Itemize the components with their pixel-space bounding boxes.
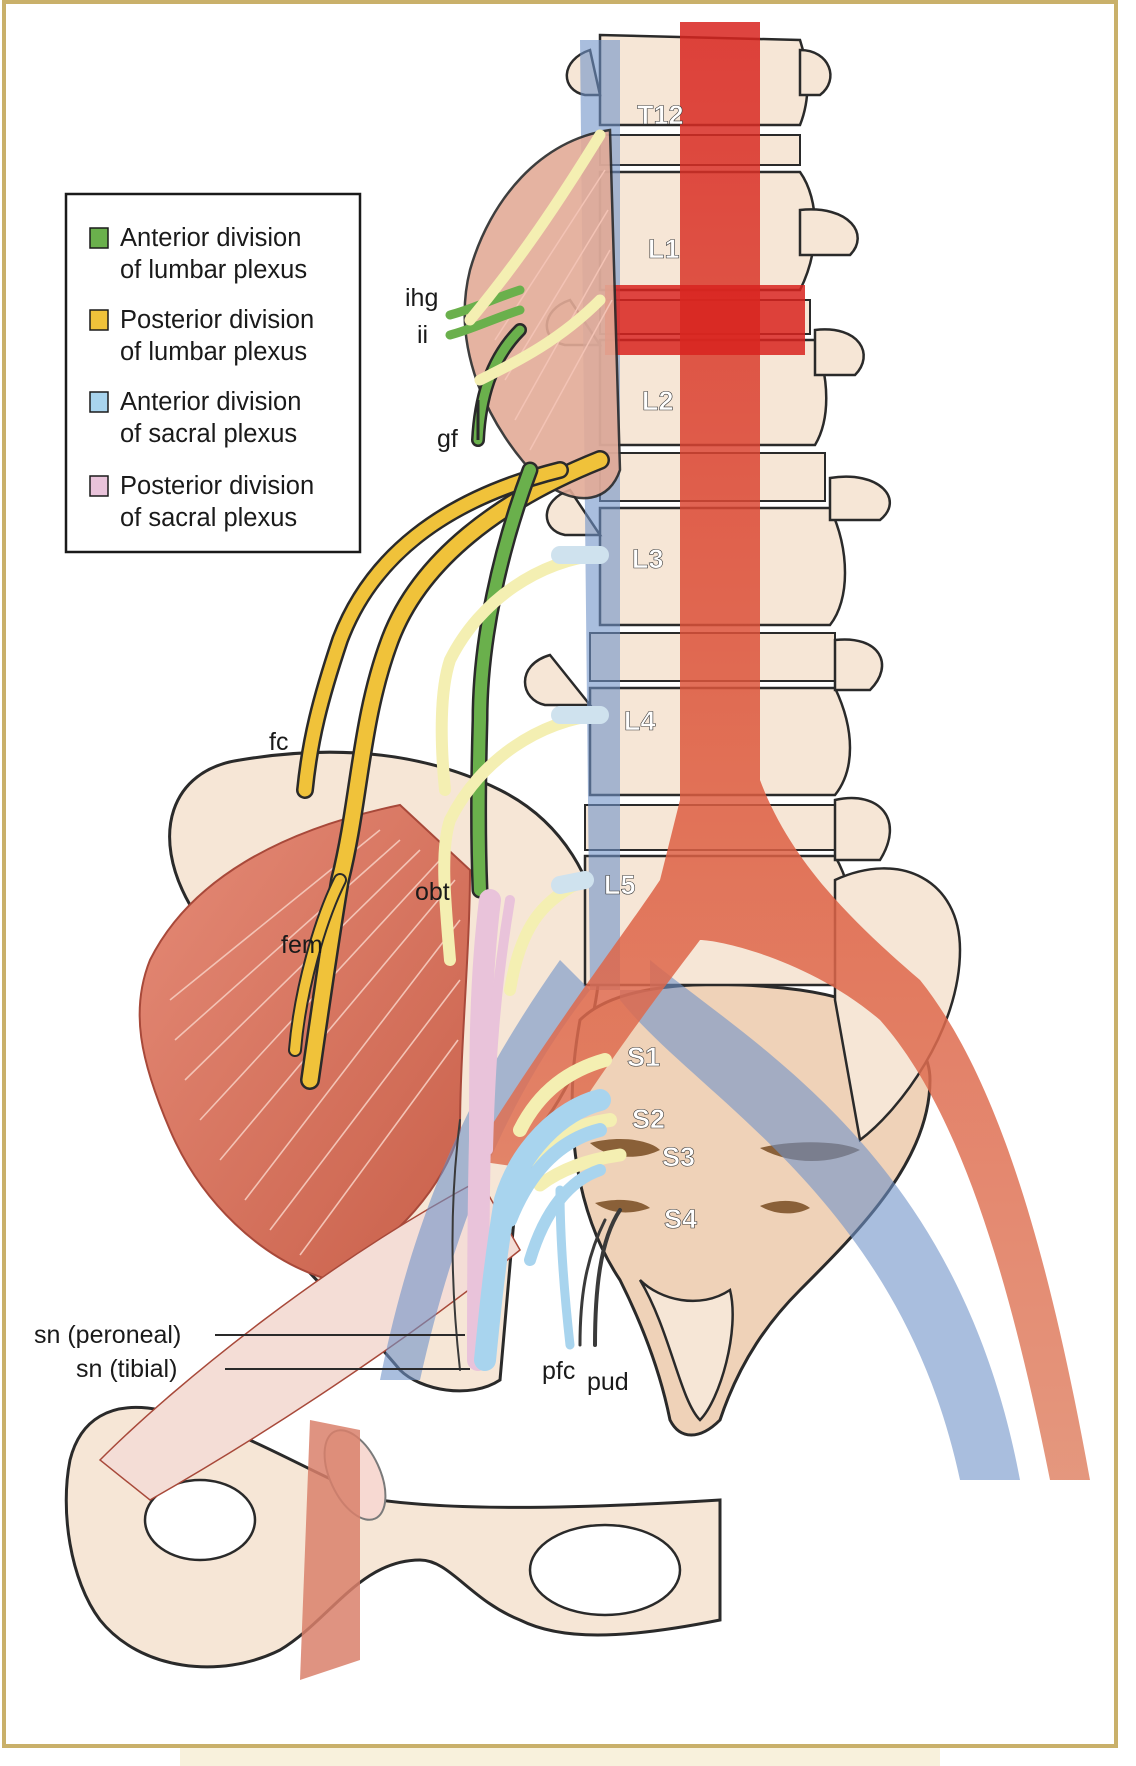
legend-label: of sacral plexus xyxy=(120,420,297,448)
legend-swatch-posterior-sacral xyxy=(89,475,109,497)
label-sn-peroneal: sn (peroneal) xyxy=(34,1321,181,1349)
thigh-muscle-band xyxy=(300,1420,360,1680)
label-s3: S3 xyxy=(662,1142,695,1172)
ilioinguinal-nerve xyxy=(445,305,525,340)
legend-item: Posterior division of lumbar plexus xyxy=(89,306,314,366)
pudendal-nerve xyxy=(593,1208,622,1347)
obturator-foramen xyxy=(528,1523,682,1617)
anterior-sacral-division xyxy=(474,1089,611,1371)
legend-swatch-anterior-lumbar xyxy=(89,227,109,249)
psoas-major xyxy=(463,128,622,500)
label-l2: L2 xyxy=(642,386,674,416)
legend-label: Posterior division xyxy=(120,306,314,334)
label-sn-tibial: sn (tibial) xyxy=(76,1355,177,1383)
label-pfc: pfc xyxy=(542,1357,575,1385)
legend: Anterior division of lumbar plexus Poste… xyxy=(64,192,362,554)
diaphragm-crus xyxy=(605,285,805,355)
legend-label: Posterior division xyxy=(120,472,314,500)
label-l4: L4 xyxy=(624,706,656,736)
label-pud: pud xyxy=(587,1368,629,1396)
label-ii: ii xyxy=(417,321,428,349)
label-l3: L3 xyxy=(632,544,664,574)
label-gf: gf xyxy=(437,425,458,453)
lumbar-roots xyxy=(435,129,609,996)
aorta-red xyxy=(470,22,1090,1480)
label-ihg: ihg xyxy=(405,284,438,312)
label-s4: S4 xyxy=(664,1204,697,1234)
label-s2: S2 xyxy=(632,1104,665,1134)
caption-strip xyxy=(180,1748,940,1766)
label-fem: fem xyxy=(281,931,323,959)
label-fc: fc xyxy=(269,728,288,756)
legend-swatch-anterior-sacral xyxy=(89,391,109,413)
label-t12: T12 xyxy=(637,100,684,130)
label-l5: L5 xyxy=(604,870,636,900)
posterior-femoral-cutaneous-nerve xyxy=(555,1185,575,1350)
label-s1: S1 xyxy=(627,1042,660,1072)
sciatic-outline xyxy=(451,1119,461,1371)
vena-cava-blue xyxy=(580,40,1020,1480)
posterior-lumbar-nerves xyxy=(288,450,610,1090)
label-obt: obt xyxy=(415,878,450,906)
legend-item: Anterior division of lumbar plexus xyxy=(89,224,307,284)
legend-label: Anterior division xyxy=(120,388,301,416)
posterior-sacral-division xyxy=(467,889,501,1371)
acetabulum xyxy=(143,1478,257,1562)
legend-item: Anterior division of sacral plexus xyxy=(89,388,301,448)
legend-label: of lumbar plexus xyxy=(120,338,307,366)
legend-label: of lumbar plexus xyxy=(120,256,307,284)
legend-label: of sacral plexus xyxy=(120,504,297,532)
sacral-plexus xyxy=(451,889,627,1371)
iliacus-muscle xyxy=(138,803,472,1282)
legend-box xyxy=(64,192,362,554)
legend-label: Anterior division xyxy=(120,224,301,252)
s3-root xyxy=(533,1148,627,1192)
s1-root xyxy=(513,1053,612,1137)
legend-swatch-posterior-lumbar xyxy=(89,309,109,331)
legend-item: Posterior division of sacral plexus xyxy=(89,472,314,532)
label-l1: L1 xyxy=(648,234,680,264)
